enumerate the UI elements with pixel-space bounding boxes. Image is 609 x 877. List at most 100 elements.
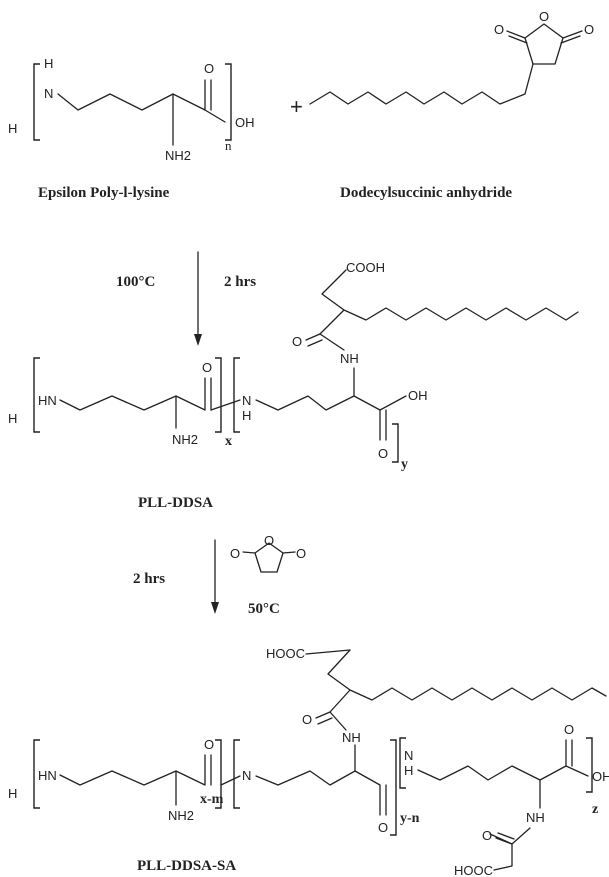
sa-carbonyl-2 xyxy=(497,832,515,840)
atom-n-z: N xyxy=(404,748,413,763)
atom-h: H xyxy=(8,121,17,136)
atom-oh: OH xyxy=(408,388,428,403)
label-product-2: PLL-DDSA-SA xyxy=(137,858,236,874)
sa-carbonyl-1 xyxy=(495,837,513,845)
step1-time: 2 hrs xyxy=(224,274,256,290)
ddsa-structure: O O O xyxy=(309,9,594,105)
bracket-x-left xyxy=(33,357,40,433)
atom-hn: HN xyxy=(38,393,57,408)
atom-side-o: O xyxy=(292,334,302,349)
bracket-x-right xyxy=(215,357,222,433)
backbone-bonds xyxy=(57,79,206,111)
unit-y-backbone xyxy=(255,395,381,441)
label-product-1: PLL-DDSA xyxy=(138,495,213,511)
ring-carbonyl-right xyxy=(562,30,583,39)
arrowhead-1 xyxy=(194,334,202,346)
step1-temperature: 100°C xyxy=(116,274,155,290)
ring-carbonyl-left xyxy=(506,30,526,39)
pll-ddsa-structure: H HN O NH2 x N H O OH y NH O COOH xyxy=(8,260,579,472)
atom-sa-o-right: O xyxy=(296,546,306,561)
sa-ring xyxy=(254,542,284,573)
bracket-xm-right xyxy=(215,739,222,809)
atom-oh: OH xyxy=(235,115,255,130)
atom-sa-ring-o: O xyxy=(264,533,274,548)
bracket-yn-left xyxy=(233,739,240,809)
atom-o: O xyxy=(204,737,214,752)
pll-ddsa-sa-structure: H HN O NH2 x-m N O y-n NH O HOOC N H O O… xyxy=(8,646,609,877)
dodecyl-chain xyxy=(309,63,534,105)
atom-h: H xyxy=(8,411,17,426)
sa-carbonyl-left xyxy=(242,551,256,554)
atom-nh2: NH2 xyxy=(165,148,191,163)
bracket-y-right xyxy=(392,423,399,463)
atom-o: O xyxy=(204,61,214,76)
atom-n: N xyxy=(242,393,251,408)
step2-temperature: 50°C xyxy=(248,601,280,617)
unit-z-backbone xyxy=(417,739,567,781)
atom-o-yn: O xyxy=(378,820,388,835)
amide-carbon-bond xyxy=(319,333,345,351)
side-carbonyl-2 xyxy=(307,339,323,347)
bracket-z-left xyxy=(399,737,406,789)
atom-oh-z: OH xyxy=(592,769,609,784)
unit-y-acid-bond xyxy=(379,395,407,411)
unit-xm-backbone xyxy=(59,754,206,786)
bracket-y-left xyxy=(233,357,240,433)
subscript-y-n: y-n xyxy=(400,811,420,826)
arrowhead-2 xyxy=(211,602,219,614)
atom-nh: NH xyxy=(342,730,361,745)
atom-nh-sa: NH xyxy=(526,810,545,825)
anhydride-ring xyxy=(524,23,564,65)
atom-n-h: H xyxy=(44,56,53,71)
hooc-bond xyxy=(305,649,351,655)
side-carbonyl-1 xyxy=(315,711,331,719)
amide-carbon-bond xyxy=(329,711,347,731)
sa-side-chain xyxy=(489,827,531,871)
subscript-x-m: x-m xyxy=(200,792,224,807)
atom-o-right: O xyxy=(584,22,594,37)
atom-ring-o: O xyxy=(539,9,549,24)
poly-lysine-structure: H N H O OH NH2 n xyxy=(8,56,255,163)
atom-n-z-h: H xyxy=(404,763,413,778)
bracket-xm-left xyxy=(33,739,40,809)
acid-bond xyxy=(204,109,226,123)
unit-yn-backbone xyxy=(255,770,381,816)
amide-link-bond xyxy=(210,399,241,411)
unit-x-backbone xyxy=(59,377,206,411)
subscript-x: x xyxy=(225,434,232,449)
subscript-y: y xyxy=(401,457,408,472)
side-carbonyl-2 xyxy=(317,717,333,725)
bracket-right xyxy=(225,63,232,141)
plus-sign: + xyxy=(290,94,303,119)
ddsa-side-chain xyxy=(327,649,607,713)
succinic-anhydride-structure: O O O xyxy=(230,533,306,573)
atom-o-left: O xyxy=(494,22,504,37)
atom-hn: HN xyxy=(38,768,57,783)
ring-carbonyl-left-2 xyxy=(508,35,528,44)
atom-n: N xyxy=(44,86,53,101)
label-reactant-1: Epsilon Poly-l-lysine xyxy=(38,185,170,201)
atom-sa-o-left: O xyxy=(230,546,240,561)
sa-carbonyl-right xyxy=(282,551,296,554)
bracket-z-right xyxy=(586,737,593,793)
atom-n-h: H xyxy=(242,408,251,423)
subscript-z: z xyxy=(592,802,598,817)
atom-o-z: O xyxy=(564,722,574,737)
subscript-n: n xyxy=(225,138,232,153)
atom-n: N xyxy=(242,768,251,783)
atom-nh2: NH2 xyxy=(168,808,194,823)
ring-carbonyl-right-2 xyxy=(560,35,581,44)
ddsa-side-chain xyxy=(319,269,579,335)
amide-link-bond xyxy=(220,775,241,786)
label-reactant-2: Dodecylsuccinic anhydride xyxy=(340,185,512,201)
atom-hooc: HOOC xyxy=(266,646,305,661)
atom-nh: NH xyxy=(340,351,359,366)
unit-z-acid-bond xyxy=(565,765,589,777)
atom-o-y: O xyxy=(378,446,388,461)
bracket-left xyxy=(33,63,40,141)
atom-side-o: O xyxy=(302,712,312,727)
atom-hooc-sa: HOOC xyxy=(454,863,493,877)
side-carbonyl-1 xyxy=(305,333,321,341)
atom-cooh: COOH xyxy=(346,260,385,275)
